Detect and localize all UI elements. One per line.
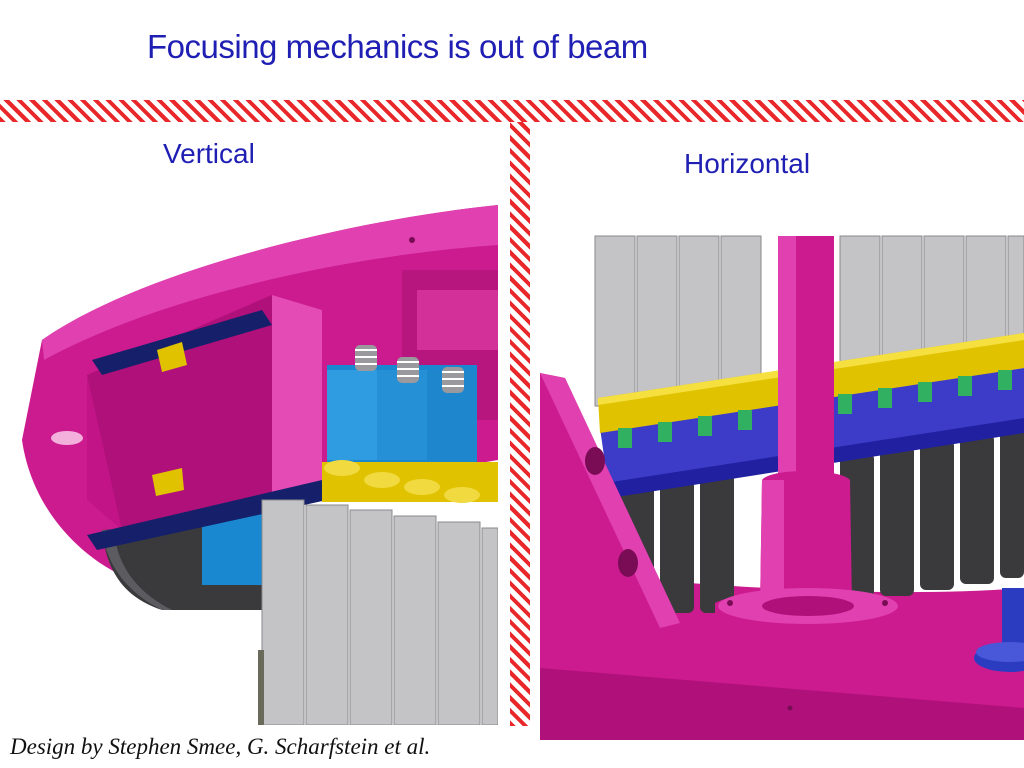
vertical-label: Vertical <box>163 138 255 169</box>
horizontal-mechanics-image <box>540 228 1024 740</box>
vertical-mechanics-image <box>22 200 498 725</box>
hatched-divider-vertical <box>510 122 530 726</box>
hatched-divider-horizontal <box>0 100 1024 122</box>
design-credit-caption: Design by Stephen Smee, G. Scharfstein e… <box>10 734 431 759</box>
horizontal-label: Horizontal <box>684 148 811 179</box>
slide-title: Focusing mechanics is out of beam <box>147 28 648 65</box>
